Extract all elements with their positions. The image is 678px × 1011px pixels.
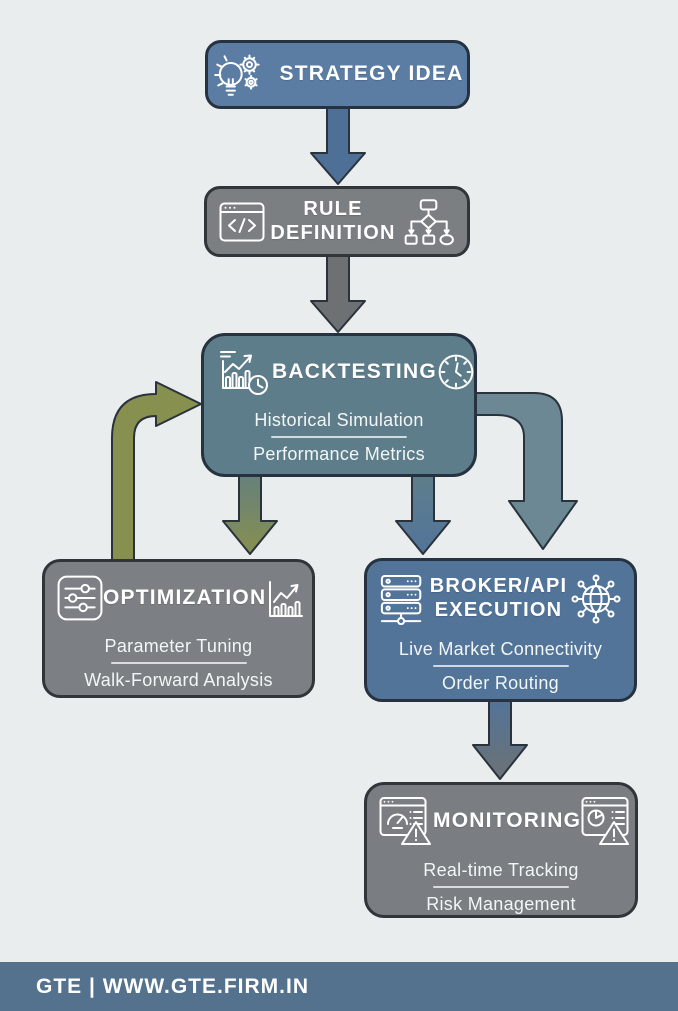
divider bbox=[110, 662, 247, 664]
arrow-broker-to-monitoring bbox=[472, 699, 528, 780]
node-strategy-idea: STRATEGY IDEA bbox=[205, 40, 470, 109]
node-rule-definition: RULE DEFINITION bbox=[204, 186, 470, 257]
arrow-backtesting-to-broker-curved bbox=[474, 392, 578, 550]
bar-chart-growth-icon bbox=[266, 575, 306, 621]
divider bbox=[271, 436, 407, 438]
footer-text: GTE | WWW.GTE.FIRM.IN bbox=[36, 974, 310, 998]
arrow-rule-to-backtesting bbox=[310, 254, 366, 333]
flowchart-icon bbox=[401, 198, 455, 246]
node-title: BROKER/API EXECUTION bbox=[429, 575, 568, 621]
arrow-feedback-optimization-to-backtesting bbox=[111, 381, 202, 561]
divider bbox=[432, 665, 569, 667]
node-broker-api-execution: BROKER/API EXECUTION Live Market Connect… bbox=[364, 558, 637, 702]
code-window-icon bbox=[219, 202, 265, 242]
node-monitoring: MONITORING Real-time Tracking Risk Manag… bbox=[364, 782, 638, 918]
server-stack-icon bbox=[379, 573, 427, 625]
clock-icon bbox=[437, 353, 475, 391]
footer-bar: GTE | WWW.GTE.FIRM.IN bbox=[0, 962, 678, 1011]
node-subtitle: Risk Management bbox=[426, 894, 576, 914]
node-subtitle: Live Market Connectivity bbox=[398, 639, 603, 659]
node-subtitle: Performance Metrics bbox=[253, 444, 425, 464]
node-title: OPTIMIZATION bbox=[103, 585, 267, 609]
arrow-backtesting-to-broker bbox=[395, 474, 451, 555]
window-gauge-alert-icon bbox=[379, 795, 433, 847]
lightbulb-gears-icon bbox=[211, 51, 263, 99]
node-subtitle: Real-time Tracking bbox=[423, 860, 579, 880]
sliders-icon bbox=[57, 575, 103, 621]
node-title: STRATEGY IDEA bbox=[279, 62, 464, 86]
node-backtesting: BACKTESTING Historical Simulation Perfor… bbox=[201, 333, 477, 477]
divider bbox=[433, 886, 569, 888]
arrow-backtesting-to-optimization bbox=[222, 474, 278, 555]
node-title: RULE DEFINITION bbox=[270, 197, 396, 244]
globe-network-icon bbox=[570, 573, 622, 625]
node-title: MONITORING bbox=[433, 808, 582, 832]
node-subtitle: Parameter Tuning bbox=[104, 636, 253, 656]
window-pie-alert-icon bbox=[581, 795, 635, 847]
node-subtitle: Walk-Forward Analysis bbox=[84, 670, 273, 690]
arrow-strategy-to-rule bbox=[310, 105, 366, 185]
node-title: BACKTESTING bbox=[272, 359, 437, 383]
bar-chart-trend-clock-icon bbox=[216, 347, 272, 397]
node-subtitle: Historical Simulation bbox=[254, 410, 424, 430]
node-optimization: OPTIMIZATION Parameter Tuning Walk-Forwa… bbox=[42, 559, 315, 698]
node-subtitle: Order Routing bbox=[442, 673, 559, 693]
